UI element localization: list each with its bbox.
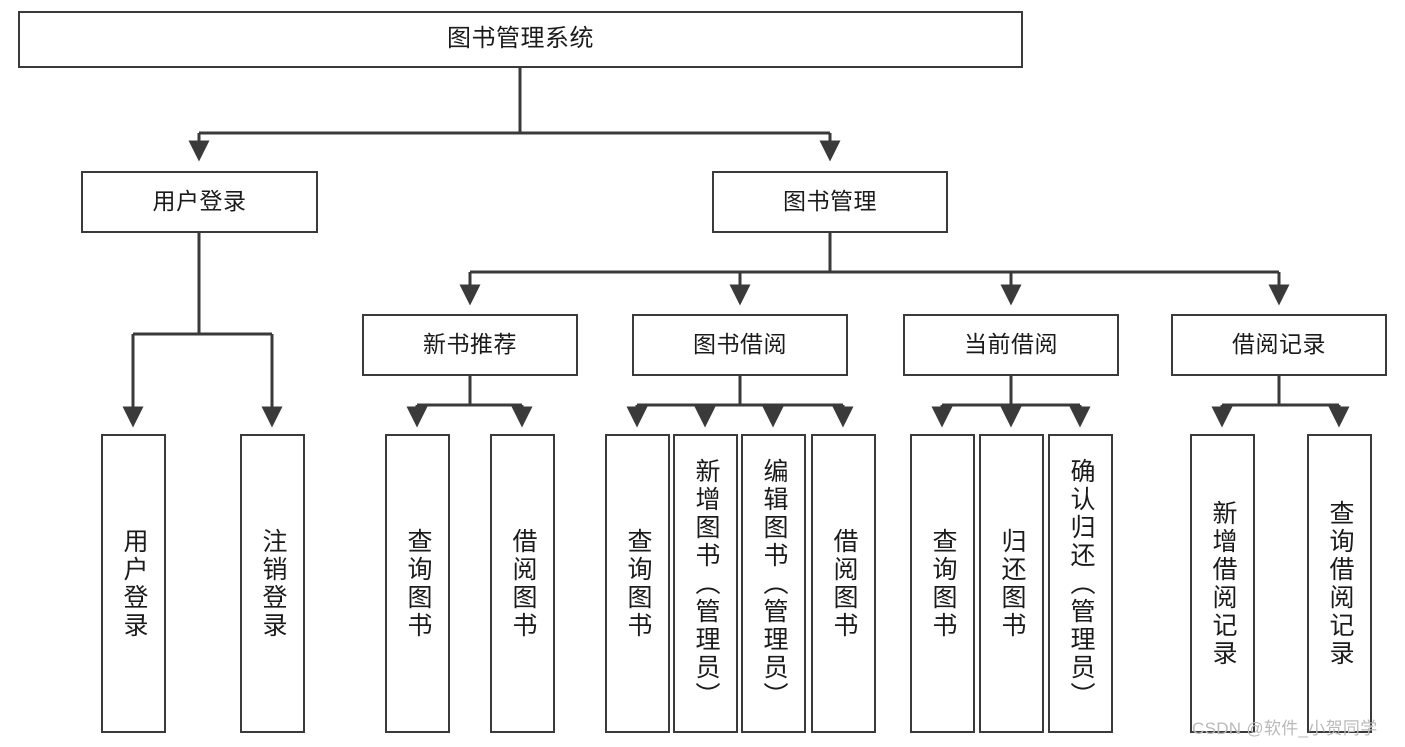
node-root-book-management-system[interactable]: 图书管理系统 xyxy=(18,11,1023,68)
node-book-borrow[interactable]: 图书借阅 xyxy=(632,314,848,376)
leaf-query-borrow-record[interactable]: 查询借阅记录 xyxy=(1307,434,1372,733)
node-current-borrow[interactable]: 当前借阅 xyxy=(903,314,1119,376)
node-label: 查询借阅记录 xyxy=(1326,499,1354,668)
node-label: 图书管理系统 xyxy=(447,25,594,53)
leaf-return-book[interactable]: 归还图书 xyxy=(979,434,1044,733)
leaf-confirm-return-admin[interactable]: 确认归还（管理员） xyxy=(1048,434,1113,733)
leaf-borrow-book-recommend[interactable]: 借阅图书 xyxy=(490,434,555,733)
leaf-borrow-book[interactable]: 借阅图书 xyxy=(811,434,876,733)
node-user-login[interactable]: 用户登录 xyxy=(81,171,318,233)
leaf-user-login[interactable]: 用户登录 xyxy=(101,434,166,733)
node-label: 确认归还（管理员） xyxy=(1067,457,1095,710)
leaf-query-book-current[interactable]: 查询图书 xyxy=(910,434,975,733)
node-label: 查询图书 xyxy=(624,527,652,640)
node-label: 图书管理 xyxy=(783,188,877,215)
leaf-add-book-admin[interactable]: 新增图书（管理员） xyxy=(673,434,738,733)
node-label: 归还图书 xyxy=(998,527,1026,640)
leaf-edit-book-admin[interactable]: 编辑图书（管理员） xyxy=(741,434,806,733)
node-borrow-record[interactable]: 借阅记录 xyxy=(1171,314,1387,376)
node-label: 查询图书 xyxy=(929,527,957,640)
leaf-query-book-borrow[interactable]: 查询图书 xyxy=(605,434,670,733)
node-label: 借阅图书 xyxy=(830,527,858,640)
node-book-management[interactable]: 图书管理 xyxy=(712,171,948,233)
leaf-add-borrow-record[interactable]: 新增借阅记录 xyxy=(1190,434,1255,733)
node-label: 新书推荐 xyxy=(423,331,517,358)
node-label: 图书借阅 xyxy=(693,331,787,358)
leaf-logout[interactable]: 注销登录 xyxy=(240,434,305,733)
node-label: 用户登录 xyxy=(152,188,247,215)
node-label: 新增图书（管理员） xyxy=(692,457,720,710)
leaf-query-book-recommend[interactable]: 查询图书 xyxy=(385,434,450,733)
node-label: 编辑图书（管理员） xyxy=(760,457,788,710)
node-new-book-recommend[interactable]: 新书推荐 xyxy=(362,314,578,376)
node-label: 注销登录 xyxy=(259,527,287,640)
node-label: 查询图书 xyxy=(404,527,432,640)
node-label: 借阅记录 xyxy=(1232,331,1326,358)
node-label: 用户登录 xyxy=(120,527,148,640)
node-label: 新增借阅记录 xyxy=(1209,499,1237,668)
node-label: 借阅图书 xyxy=(509,527,537,640)
csdn-watermark: CSDN @软件_小贺同学 xyxy=(1192,719,1378,738)
node-label: 当前借阅 xyxy=(964,331,1058,358)
